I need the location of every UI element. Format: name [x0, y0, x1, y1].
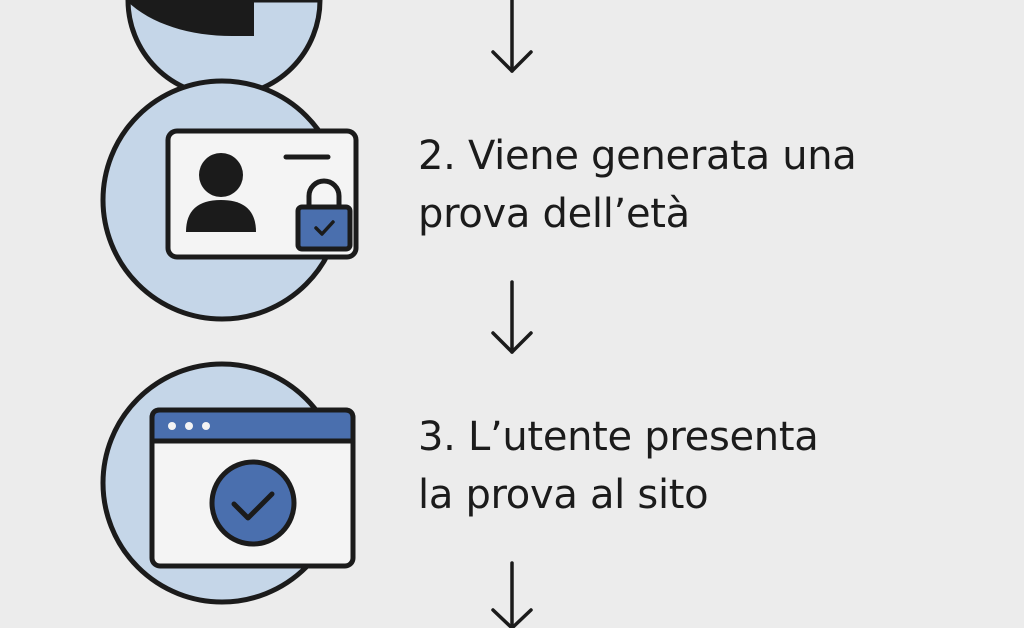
- step-3-line-1: 3. L’utente presenta: [418, 414, 819, 460]
- step-2-line-2: prova dell’età: [418, 191, 690, 237]
- arrow-down-icon: [491, 280, 533, 354]
- arrow-down-icon: [491, 561, 533, 628]
- id-card-lock-icon: [100, 78, 359, 322]
- step-2-label: 2. Viene generata una prova dell’età: [418, 127, 857, 243]
- arrow-down-icon: [491, 0, 533, 73]
- step-2-line-1: 2. Viene generata una: [418, 133, 857, 179]
- browser-check-icon: [100, 361, 356, 605]
- step-3-label: 3. L’utente presenta la prova al sito: [418, 408, 819, 524]
- step-3-line-2: la prova al sito: [418, 472, 709, 518]
